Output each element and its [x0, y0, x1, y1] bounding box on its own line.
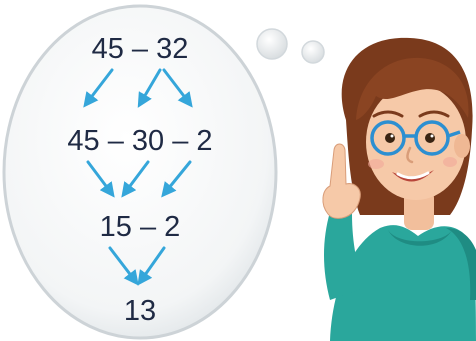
- neck: [404, 190, 434, 230]
- thought-puff-small: [301, 40, 325, 64]
- left-eye: [385, 133, 395, 143]
- arrow-32-left: [137, 68, 162, 108]
- arrow-45-to-15: [86, 160, 115, 198]
- arrow-2-to-13: [137, 246, 166, 286]
- arrows-row-1: [83, 68, 193, 108]
- arrow-15-to-13: [108, 246, 139, 286]
- arrow-45-down: [83, 68, 114, 108]
- arrows-row-2: [86, 160, 192, 198]
- step-3-expression: 15 – 2: [100, 211, 181, 243]
- ear: [454, 134, 470, 158]
- step-1-expression: 45 – 32: [92, 33, 189, 65]
- raised-arm: [324, 212, 364, 300]
- nose: [406, 146, 414, 164]
- smiling-mouth: [392, 170, 434, 182]
- step-2-expression: 45 – 30 – 2: [67, 125, 212, 157]
- arrows-row-3: [108, 246, 166, 286]
- hoodie-collar: [388, 230, 452, 246]
- thought-puff-large: [256, 28, 288, 60]
- arrow-2-to-2: [161, 160, 192, 198]
- hood-shadow: [446, 228, 476, 300]
- step-4-result: 13: [124, 295, 156, 327]
- glasses-icon: [370, 120, 461, 156]
- pointing-hand: [322, 143, 361, 219]
- hair-fringe: [356, 57, 469, 120]
- arrow-30-to-15: [121, 160, 150, 198]
- arrow-32-right: [162, 68, 193, 108]
- girl-character: [322, 37, 476, 341]
- right-eye: [425, 133, 435, 143]
- hoodie: [330, 225, 476, 341]
